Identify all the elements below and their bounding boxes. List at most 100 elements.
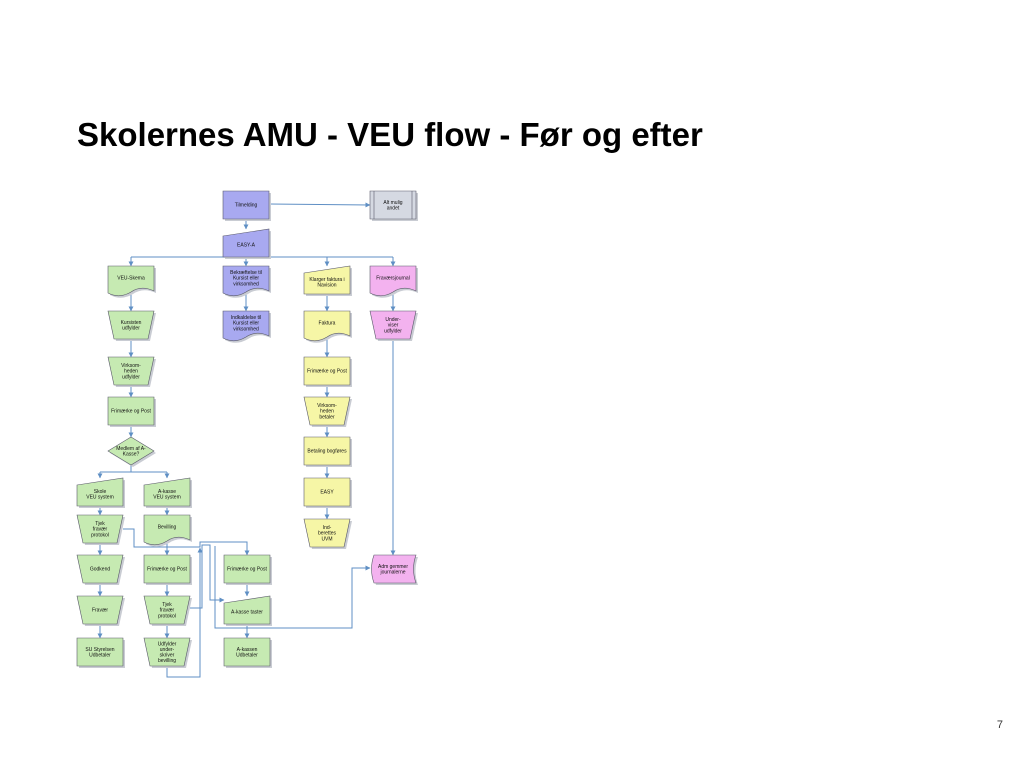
node-shape-manual-operation bbox=[107, 356, 155, 386]
node-label-line: berettes bbox=[318, 531, 337, 537]
node-label-line: fravær bbox=[160, 608, 175, 614]
node-label-line: Tjek bbox=[162, 602, 172, 608]
node-label-line: Tilmelding bbox=[235, 203, 258, 209]
node-label-line: Godkend bbox=[90, 567, 111, 573]
node-shape-process bbox=[223, 554, 271, 584]
flow-node-faktura: Faktura bbox=[303, 310, 352, 343]
node-shape-manual-operation bbox=[76, 554, 124, 584]
node-label-line: Alt mulig bbox=[383, 200, 402, 206]
node-label-line: Kursist eller bbox=[233, 276, 259, 282]
node-shape-manual-input bbox=[303, 265, 351, 295]
node-label-line: Klarger faktura i bbox=[309, 277, 344, 283]
flow-node-frimaerke-post-yellow: Frimærke og Post bbox=[303, 356, 352, 387]
node-shape-process bbox=[303, 356, 351, 386]
node-label-line: heden bbox=[124, 369, 138, 375]
node-label-line: Kursisten bbox=[121, 320, 142, 326]
connector-line bbox=[100, 465, 167, 473]
node-label: Faktura bbox=[319, 321, 336, 327]
node-label-line: viser bbox=[388, 323, 399, 329]
node-shape-process bbox=[303, 477, 351, 507]
connector-line bbox=[166, 547, 203, 678]
connector-line bbox=[214, 546, 371, 629]
node-label-line: journalerne bbox=[379, 570, 405, 576]
node-shape-process bbox=[143, 554, 191, 584]
flow-node-fravaersjournal: Fraværsjournal bbox=[369, 265, 418, 298]
node-label-line: Udbetaler bbox=[236, 653, 258, 659]
node-label-line: Kursist eller bbox=[233, 321, 259, 327]
node-label: Betaling bogføres bbox=[307, 449, 347, 455]
node-label-line: virksomhed bbox=[233, 326, 259, 332]
node-label-line: EASY bbox=[320, 490, 334, 496]
node-label-line: Bekræftelse til bbox=[230, 270, 262, 276]
node-label-line: Virksom- bbox=[317, 403, 337, 409]
node-label: Bevilling bbox=[158, 525, 177, 531]
node-label: Fravær bbox=[92, 608, 108, 614]
node-label-line: Bevilling bbox=[158, 525, 177, 531]
node-label: Frimærke og Post bbox=[111, 409, 151, 415]
flow-node-bevilling: Bevilling bbox=[143, 514, 192, 547]
node-label-line: A-kasse taster bbox=[231, 610, 263, 616]
node-label-line: Medlem af A- bbox=[116, 446, 146, 452]
node-shape-document bbox=[143, 514, 191, 546]
node-shape-document bbox=[369, 265, 417, 297]
flow-node-medlem-a-kasse: Medlem af A-Kasse? bbox=[107, 436, 156, 467]
node-shape-manual-operation bbox=[303, 396, 351, 426]
node-label-line: skriver bbox=[160, 653, 175, 659]
node-label-line: Tjek bbox=[95, 521, 105, 527]
node-label-line: Udfylder bbox=[158, 641, 177, 647]
node-label-line: Ind- bbox=[323, 525, 332, 531]
node-shape-manual-operation bbox=[107, 310, 155, 340]
node-shape-process bbox=[107, 396, 155, 426]
node-label-line: VEU system bbox=[86, 495, 114, 501]
node-shape-manual-input bbox=[222, 228, 270, 258]
flow-node-frimaerke-post-right: Frimærke og Post bbox=[223, 554, 272, 585]
node-shape-decision bbox=[107, 436, 155, 466]
node-label-line: VEU-Skema bbox=[117, 276, 145, 282]
flow-node-a-kasse-taster: A-kasse taster bbox=[223, 595, 272, 626]
node-shape-stored-data bbox=[371, 554, 417, 584]
node-shape-manual-operation bbox=[143, 595, 191, 625]
node-label-line: bevilling bbox=[158, 658, 176, 664]
node-shape-process bbox=[303, 436, 351, 466]
node-label-line: Under- bbox=[385, 317, 401, 323]
node-label: Fraværsjournal bbox=[376, 276, 410, 282]
node-label: Frimærke og Post bbox=[147, 567, 187, 573]
node-shape-document bbox=[222, 265, 270, 297]
node-shape-process bbox=[76, 637, 124, 667]
flow-node-frimaerke-post-mid: Frimærke og Post bbox=[143, 554, 192, 585]
node-label-line: Fravær bbox=[92, 608, 108, 614]
flow-node-veu-skema: VEU-Skema bbox=[107, 265, 156, 298]
node-label-line: Frimærke og Post bbox=[111, 409, 151, 415]
node-label: Medlem af A-Kasse? bbox=[116, 446, 146, 458]
node-label-line: Frimærke og Post bbox=[147, 567, 187, 573]
node-label-line: Fraværsjournal bbox=[376, 276, 410, 282]
node-shape-manual-operation bbox=[76, 514, 124, 544]
node-label-line: betaler bbox=[319, 414, 335, 420]
node-label-line: Skole bbox=[94, 489, 107, 495]
flow-node-tilmelding: Tilmelding bbox=[222, 190, 271, 221]
node-label-line: Betaling bogføres bbox=[307, 449, 347, 455]
connector-line bbox=[123, 528, 250, 556]
node-label: EASY bbox=[320, 490, 334, 496]
node-shape-document bbox=[222, 310, 270, 342]
